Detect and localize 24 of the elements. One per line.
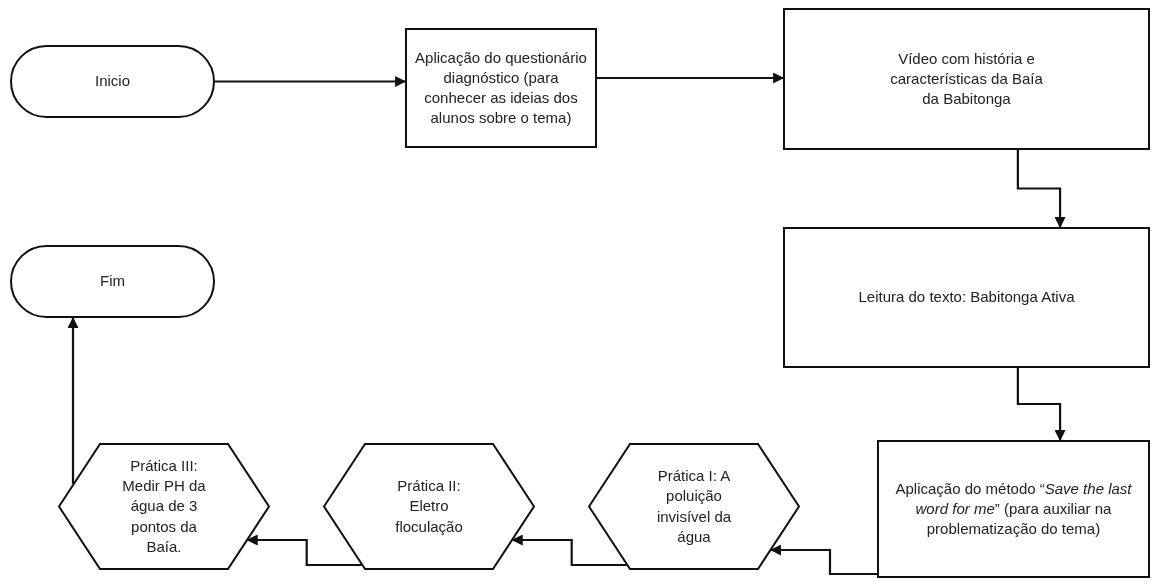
process-box [405, 28, 597, 148]
arrow [67, 316, 79, 484]
node-text: Prática I: A poluição invisível da água [655, 466, 733, 547]
node-text: Vídeo com história e características da Baía da Babitonga [889, 48, 1044, 110]
arrow [511, 534, 627, 567]
arrow [1016, 150, 1066, 229]
node-text: Aplicação do questionário diagnóstico (para conhecer as ideias dos alunos sobre o tema) [414, 47, 588, 129]
process-box [783, 227, 1150, 368]
node-text: Leitura do texto: Babitonga Ativa [858, 287, 1075, 308]
node-text: Prática II: Eletro floculação [394, 476, 464, 537]
node-text: Aplicação do método “Save the last word for me” (para auxiliar na problematização do tema) [894, 478, 1133, 540]
process-hexagon [58, 443, 270, 570]
process-hexagon [588, 443, 800, 570]
arrow [246, 534, 362, 567]
process-hexagon [323, 443, 535, 570]
node-text: Fim [100, 271, 125, 292]
process-box [877, 440, 1150, 578]
arrow [770, 544, 877, 576]
arrow [597, 72, 785, 84]
arrow [215, 76, 407, 87]
node-text: Inicio [95, 71, 130, 92]
process-box [783, 8, 1150, 150]
arrow [1016, 368, 1066, 442]
node-text: Prática III: Medir PH da água de 3 pontos da Baía. [121, 455, 207, 557]
